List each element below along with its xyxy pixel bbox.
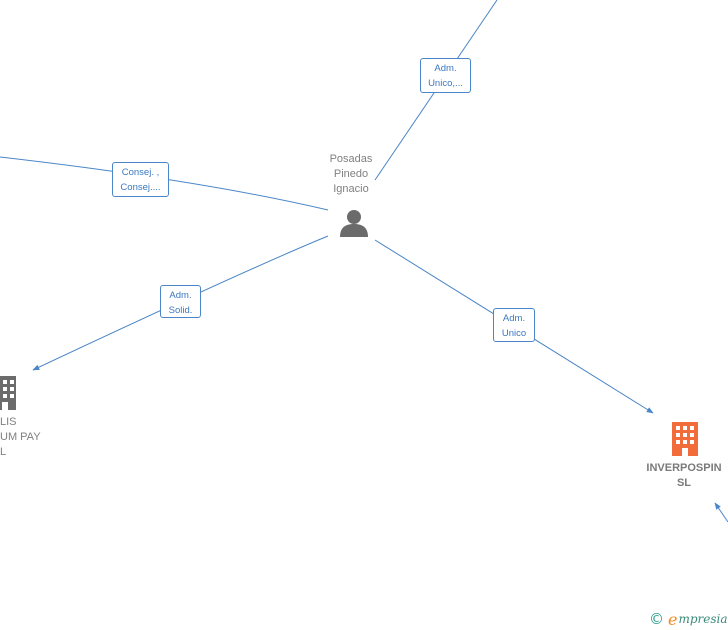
edge-label-left-bottom-line-2: Solid. [168,305,193,316]
partial-company-label[interactable]: LIS UM PAY L [0,415,41,460]
brand-name: mpresia [678,612,728,626]
partial-company-line-1: LIS [0,416,17,428]
copyright-icon: © [649,610,664,628]
person-icon[interactable] [338,208,370,238]
company-name-line-1: INVERPOSPIN [646,462,722,474]
person-name-line-1: Posadas [329,153,373,165]
partial-company-line-3: L [0,446,7,458]
edge-label-left-top-line-1: Consej. , [121,167,160,178]
edge-label-right-line-1: Adm. [502,313,526,324]
edge-left-top [0,156,329,211]
building-icon[interactable] [670,422,700,456]
edge-label-left-bottom[interactable]: Adm. Solid. [160,285,201,318]
edge-label-left-bottom-line-1: Adm. [169,290,192,301]
company-name-line-2: SL [676,477,692,489]
edge-label-top-line-2: Unico,... [428,78,463,89]
person-name-line-3: Ignacio [333,183,369,195]
edge-label-right-line-2: Unico [501,328,527,339]
person-name-label[interactable]: Posadas Pinedo Ignacio [311,152,391,197]
building-icon[interactable] [0,376,18,410]
edge-label-top[interactable]: Adm. Unico,... [420,58,471,93]
partial-company-line-2: UM PAY [0,431,41,443]
edge-left-bottom [32,235,329,371]
edge-label-right[interactable]: Adm. Unico [493,308,535,342]
empresia-logo[interactable]: © e mpresia [649,608,728,630]
edge-label-left-top[interactable]: Consej. , Consej.... [112,162,169,197]
edge-bottom-right [714,502,728,523]
edge-label-left-top-line-2: Consej.... [120,182,161,193]
edge-label-top-line-1: Adm. [434,63,457,74]
company-name-label[interactable]: INVERPOSPIN SL [634,461,728,491]
brand-initial: e [668,609,678,629]
person-name-line-2: Pinedo [333,168,369,180]
